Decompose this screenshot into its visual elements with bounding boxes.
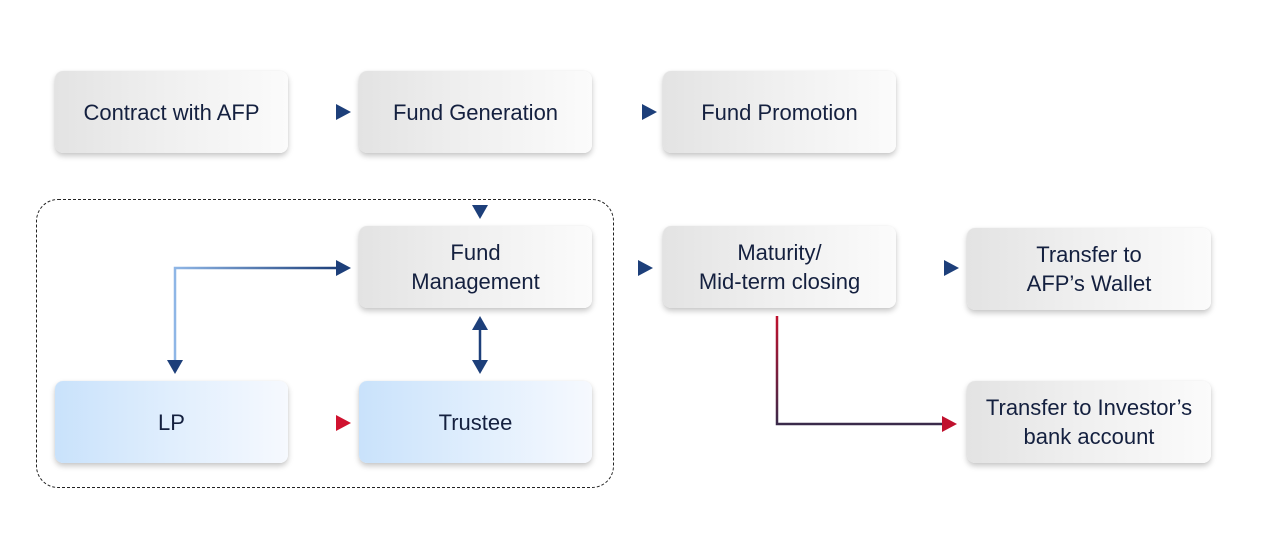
fund-generation-label: Fund Generation (392, 99, 559, 125)
arrow-lp-to-trustee (293, 415, 351, 431)
fund-management-node: Fund Management (359, 226, 592, 308)
transfer-to-afp-wallet-node: Transfer to AFP’s Wallet (967, 228, 1211, 310)
fund-promotion-label: Fund Promotion (701, 99, 858, 125)
maturity-node: Maturity/ Mid-term closing (663, 226, 896, 308)
arrow-management-to-maturity (597, 260, 653, 276)
arrow-generation-to-management (472, 160, 488, 219)
contract-with-afp-node: Contract with AFP (55, 71, 288, 153)
arrow-management-trustee (472, 316, 488, 374)
fund-management-label: Fund Management (411, 240, 540, 294)
arrow-management-lp (167, 260, 351, 374)
arrow-maturity-to-investor-account (775, 316, 957, 432)
trustee-label: Trustee (438, 409, 513, 435)
maturity-label: Maturity/ Mid-term closing (698, 240, 861, 294)
contract-with-afp-label: Contract with AFP (83, 99, 260, 125)
transfer-to-afp-wallet-label: Transfer to AFP’s Wallet (1026, 242, 1152, 296)
transfer-to-investor-account-node: Transfer to Investor’s bank account (967, 381, 1211, 463)
arrow-generation-to-promotion (599, 104, 657, 120)
arrow-maturity-to-afp-wallet (903, 260, 959, 276)
arrow-contract-to-generation (293, 104, 351, 120)
lp-node: LP (55, 381, 288, 463)
transfer-to-investor-account-label: Transfer to Investor’s bank account (985, 395, 1193, 449)
fund-generation-node: Fund Generation (359, 71, 592, 153)
fund-operations-group (36, 199, 614, 488)
lp-label: LP (158, 409, 185, 435)
fund-promotion-node: Fund Promotion (663, 71, 896, 153)
trustee-node: Trustee (359, 381, 592, 463)
